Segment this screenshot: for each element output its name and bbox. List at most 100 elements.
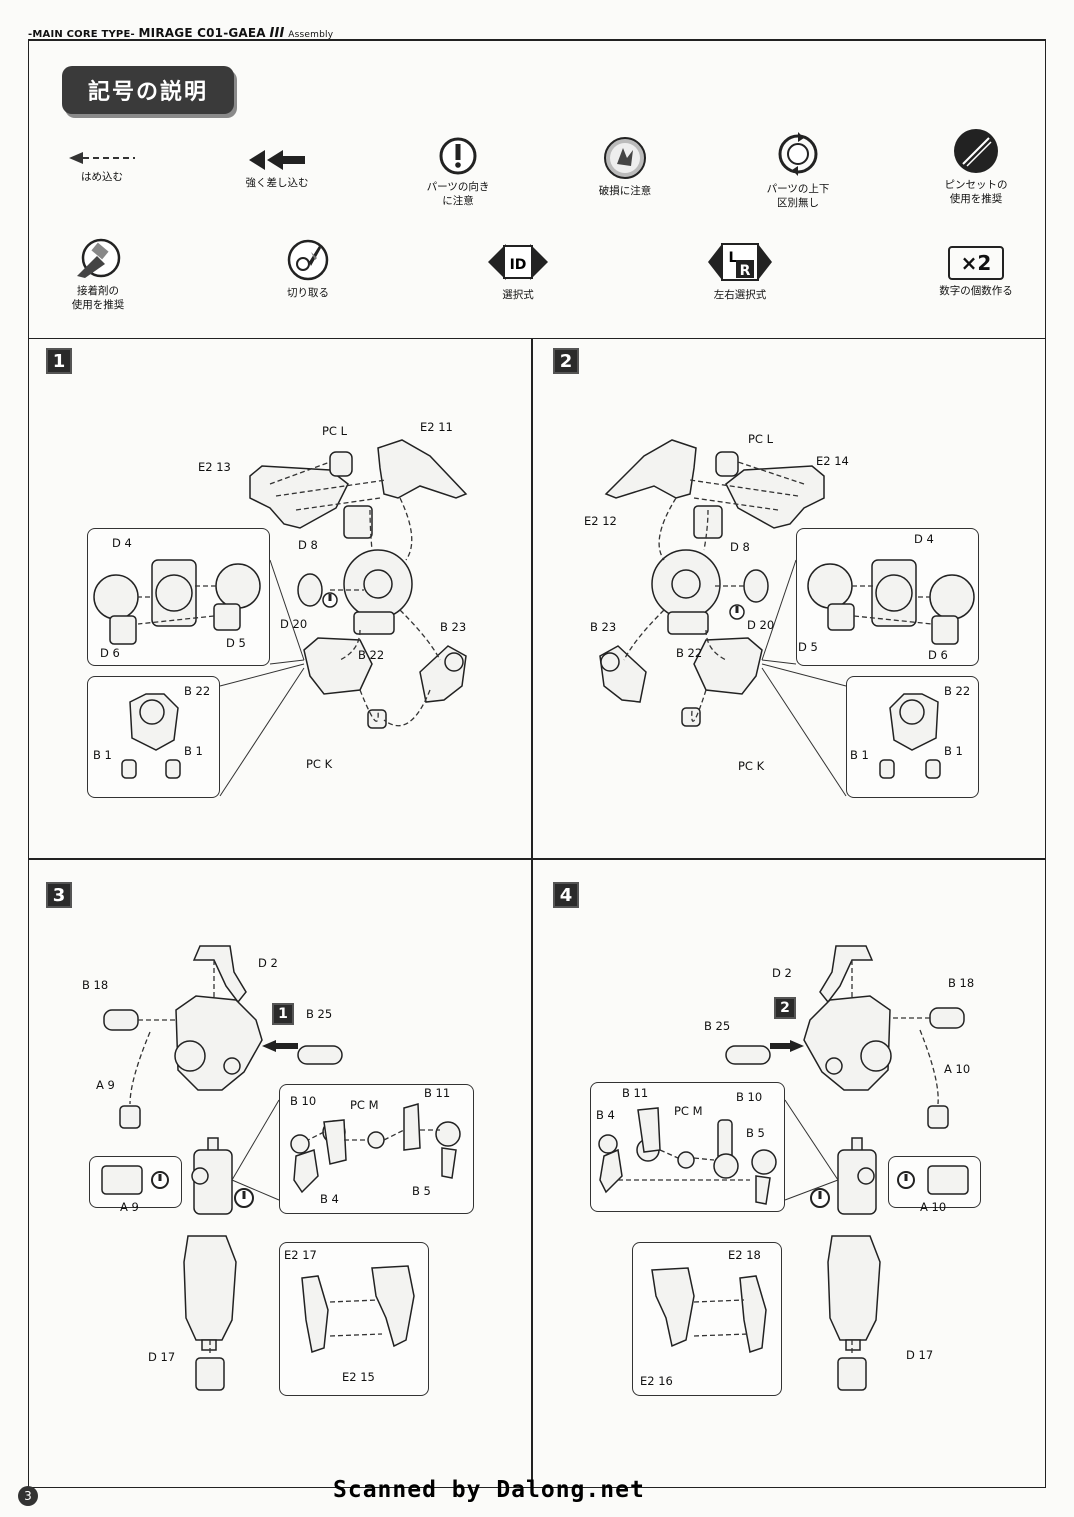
- legend-item-times-two: ×2 数字の個数作る: [926, 246, 1026, 298]
- part-label: E2 18: [728, 1248, 761, 1262]
- part-label: D 20: [280, 617, 308, 631]
- legend-label: 数字の個数作る: [939, 285, 1013, 297]
- part-label: B 22: [184, 684, 211, 698]
- legend-item-glue: 接着剤の 使用を推奨: [58, 238, 138, 312]
- part-label: PC M: [674, 1104, 703, 1118]
- legend-panel: [28, 40, 1046, 339]
- step-number: 3: [46, 882, 72, 908]
- step-number: 2: [553, 348, 579, 374]
- part-label: B 22: [358, 648, 385, 662]
- part-label: B 23: [440, 620, 467, 634]
- step-number: 4: [553, 882, 579, 908]
- part-label: D 5: [226, 636, 246, 650]
- part-label: PC K: [306, 757, 333, 771]
- legend-label: 左右選択式: [713, 289, 767, 301]
- legend-item-choice: ID 選択式: [478, 240, 558, 302]
- part-label: B 25: [704, 1019, 731, 1033]
- step-number: 1: [46, 348, 72, 374]
- legend-label: 切り取る: [287, 287, 329, 299]
- header-model: MIRAGE C01-GAEA: [138, 26, 266, 40]
- step4-detail-inset-a: [590, 1082, 785, 1212]
- legend-item-orientation: パーツの向き に注意: [410, 136, 506, 208]
- part-label: A 10: [944, 1062, 971, 1076]
- part-label: D 20: [747, 618, 775, 632]
- dashed-arrow-icon: [69, 152, 135, 164]
- part-label: D 2: [258, 956, 278, 970]
- legend-item-breakage: 破損に注意: [582, 136, 668, 198]
- part-label: A 9: [120, 1200, 139, 1214]
- part-label: D 5: [798, 640, 818, 654]
- part-label: D 4: [914, 532, 934, 546]
- part-label: E2 12: [584, 514, 617, 528]
- part-label: A 9: [96, 1078, 115, 1092]
- legend-item-press: 強く差し込む: [232, 148, 322, 190]
- double-arrow-icon: [249, 150, 305, 170]
- part-label: B 4: [596, 1108, 615, 1122]
- part-label: B 1: [944, 744, 963, 758]
- part-label: PC M: [350, 1098, 379, 1112]
- legend-label: はめ込む: [81, 171, 123, 183]
- panel-divider-horizontal: [28, 858, 1046, 860]
- header-numeral: III: [269, 26, 285, 41]
- legend-label: 接着剤の 使用を推奨: [71, 285, 125, 311]
- header-prefix: -MAIN CORE TYPE-: [28, 29, 135, 40]
- legend-label: 選択式: [502, 289, 534, 301]
- part-label: D 4: [112, 536, 132, 550]
- legend-item-fit: はめ込む: [62, 150, 142, 184]
- lr-right-glyph: R: [740, 263, 751, 279]
- legend-item-left-right: L R 左右選択式: [700, 240, 780, 302]
- lr-left-glyph: L: [729, 250, 738, 266]
- legend-item-reversible: パーツの上下 区別無し: [754, 130, 842, 210]
- part-label: B 25: [306, 1007, 333, 1021]
- choice-icon: ID: [488, 244, 548, 280]
- header-rule: [28, 39, 1046, 40]
- page-number: 3: [18, 1486, 38, 1506]
- legend-label: 破損に注意: [598, 185, 652, 197]
- part-label: E2 11: [420, 420, 453, 434]
- part-label: PC K: [738, 759, 765, 773]
- panel-divider-vertical: [531, 339, 533, 1488]
- part-label: D 17: [906, 1348, 934, 1362]
- times-two-icon: ×2: [948, 246, 1004, 280]
- part-label: B 4: [320, 1192, 339, 1206]
- part-label: B 10: [290, 1094, 317, 1108]
- part-label: D 6: [928, 648, 948, 662]
- part-label: PC L: [748, 432, 774, 446]
- part-label: B 1: [850, 748, 869, 762]
- page-frame: [28, 40, 1046, 1488]
- part-label: B 18: [82, 978, 109, 992]
- part-label: D 8: [298, 538, 318, 552]
- part-label: E2 16: [640, 1374, 673, 1388]
- glue-icon: [77, 238, 121, 278]
- part-label: A 10: [920, 1200, 947, 1214]
- legend-label: 強く差し込む: [245, 177, 309, 189]
- part-label: B 22: [944, 684, 971, 698]
- exclamation-icon: [439, 137, 477, 175]
- step-reference: 2: [774, 997, 796, 1019]
- legend-item-cut: 切り取る: [270, 238, 346, 300]
- part-label: B 18: [948, 976, 975, 990]
- part-label: B 1: [93, 748, 112, 762]
- part-label: B 11: [424, 1086, 451, 1100]
- cut-icon: [287, 239, 329, 281]
- choice-glyph: ID: [510, 257, 527, 273]
- rotate-icon: [778, 132, 818, 176]
- part-label: B 5: [412, 1184, 431, 1198]
- legend-item-tweezers: ピンセットの 使用を推奨: [930, 128, 1022, 206]
- left-right-icon: L R: [708, 243, 772, 281]
- part-label: E2 15: [342, 1370, 375, 1384]
- part-label: B 23: [590, 620, 617, 634]
- part-label: D 2: [772, 966, 792, 980]
- legend-label: パーツの上下 区別無し: [766, 183, 830, 209]
- legend-label: パーツの向き に注意: [426, 181, 490, 207]
- part-label: E2 17: [284, 1248, 317, 1262]
- page-header: -MAIN CORE TYPE- MIRAGE C01-GAEA III Ass…: [28, 26, 333, 41]
- part-label: PC L: [322, 424, 348, 438]
- part-label: B 22: [676, 646, 703, 660]
- breakage-icon: [604, 137, 646, 179]
- part-label: B 11: [622, 1086, 649, 1100]
